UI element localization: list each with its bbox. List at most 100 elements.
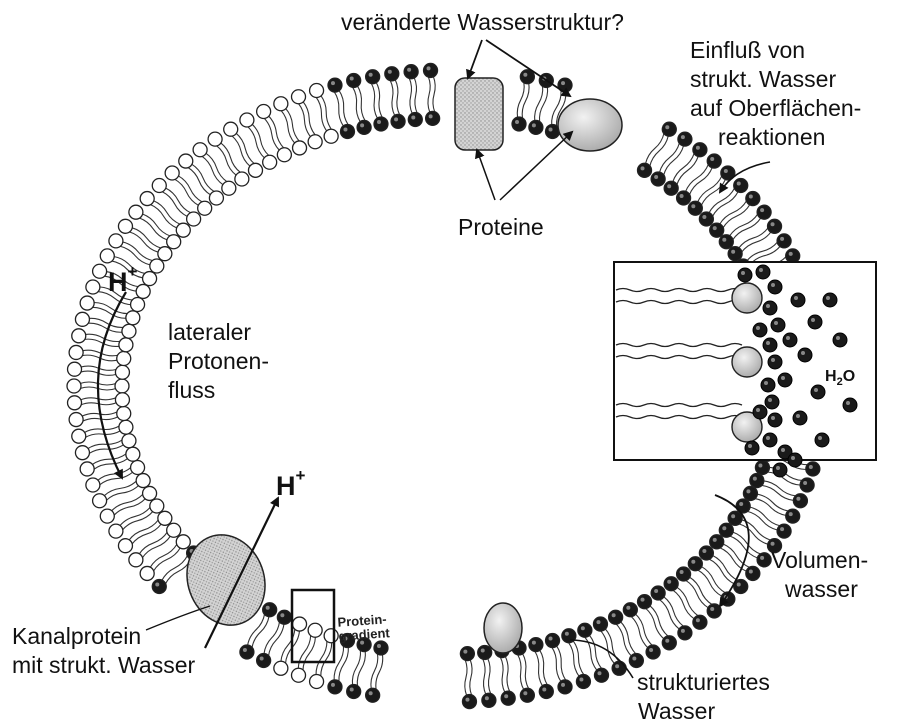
- water-highlight: [786, 336, 790, 340]
- inner-headgroup: [143, 486, 157, 500]
- inner-headgroup: [198, 201, 212, 215]
- headgroup-highlight: [388, 70, 392, 74]
- lipid-pair: [664, 143, 707, 195]
- outer-headgroup: [366, 688, 380, 702]
- protein-gradient-label: Protein- gradient: [337, 612, 390, 644]
- outer-headgroup: [786, 249, 800, 263]
- headgroup-highlight: [702, 215, 706, 219]
- inner-headgroup: [529, 120, 543, 134]
- inner-headgroup: [460, 647, 474, 661]
- lipid-tail: [645, 608, 664, 639]
- water-highlight: [811, 318, 815, 322]
- water-molecule: [815, 433, 829, 447]
- lipid-tail: [488, 658, 491, 694]
- headgroup-highlight: [739, 502, 743, 506]
- water-highlight: [814, 388, 818, 392]
- inner-headgroup: [638, 595, 652, 609]
- inner-headgroup: [308, 135, 322, 149]
- headgroup-highlight: [667, 580, 671, 584]
- headgroup-highlight: [737, 181, 741, 185]
- headgroup-highlight: [377, 120, 381, 124]
- headgroup-highlight: [360, 123, 364, 127]
- inner-headgroup: [136, 284, 150, 298]
- inner-headgroup: [664, 577, 678, 591]
- water-molecule: [798, 348, 812, 362]
- inner-headgroup: [167, 235, 181, 249]
- water-highlight: [741, 271, 745, 275]
- lipid-pair: [743, 486, 799, 523]
- outer-headgroup: [75, 312, 89, 326]
- outer-headgroup: [520, 688, 534, 702]
- headgroup-highlight: [722, 526, 726, 530]
- lipid-pair: [651, 586, 692, 640]
- headgroup-highlight: [565, 632, 569, 636]
- lipid-tail: [465, 660, 467, 696]
- lipid-pair: [478, 645, 496, 707]
- headgroup-highlight: [377, 644, 381, 648]
- headgroup-highlight: [463, 650, 467, 654]
- water-molecule: [753, 405, 767, 419]
- lipid-tail: [353, 87, 361, 122]
- lipid-tail: [248, 126, 265, 158]
- lateral-flux-label-line2: Protonen-: [168, 347, 269, 376]
- lipid-pair: [274, 97, 307, 155]
- lipid-tail: [539, 87, 547, 122]
- bulk-water-label-line2: wasser: [785, 575, 858, 604]
- inner-headgroup: [651, 586, 665, 600]
- water-highlight: [836, 336, 840, 340]
- water-molecule: [763, 433, 777, 447]
- headgroup-highlight: [746, 489, 750, 493]
- inner-headgroup: [150, 259, 164, 273]
- inner-headgroup: [391, 114, 405, 128]
- lipid-tail: [111, 494, 143, 511]
- influence-label-line4: reaktionen: [718, 123, 825, 152]
- lipid-tail: [470, 660, 472, 696]
- outer-headgroup: [746, 566, 760, 580]
- water-highlight: [781, 376, 785, 380]
- headgroup-highlight: [789, 252, 793, 256]
- headgroup-highlight: [523, 73, 527, 77]
- water-highlight: [766, 436, 770, 440]
- outer-headgroup: [404, 65, 418, 79]
- headgroup-highlight: [632, 657, 636, 661]
- headgroup-highlight: [369, 691, 373, 695]
- inner-headgroup: [158, 247, 172, 261]
- lipid-tail: [268, 624, 284, 656]
- headgroup-highlight: [710, 607, 714, 611]
- headgroup-highlight: [411, 116, 415, 120]
- headgroup-highlight: [654, 175, 658, 179]
- headgroup-highlight: [260, 657, 264, 661]
- lipid-tail: [664, 597, 684, 627]
- headgroup-highlight: [394, 117, 398, 121]
- lipid-pair: [385, 67, 405, 129]
- inner-headgroup: [357, 120, 371, 134]
- headgroup-highlight: [780, 527, 784, 531]
- outer-headgroup: [193, 143, 207, 157]
- inner-headgroup: [115, 365, 129, 379]
- outer-headgroup: [806, 462, 820, 476]
- lipid-pair: [208, 132, 249, 186]
- inner-headgroup: [248, 163, 262, 177]
- inner-headgroup: [222, 181, 236, 195]
- headgroup-highlight: [542, 687, 546, 691]
- outer-headgroup: [768, 219, 782, 233]
- lipid-tail: [500, 657, 505, 693]
- inner-headgroup: [699, 546, 713, 560]
- outer-headgroup: [67, 379, 81, 393]
- outer-headgroup: [693, 615, 707, 629]
- water-molecule: [788, 453, 802, 467]
- headgroup-highlight: [796, 497, 800, 501]
- water-highlight: [826, 296, 830, 300]
- headgroup-highlight: [549, 637, 553, 641]
- headgroup-highlight: [680, 570, 684, 574]
- lipid-tail: [616, 624, 632, 656]
- outer-headgroup: [118, 219, 132, 233]
- headgroup-highlight: [758, 463, 762, 467]
- outer-headgroup: [347, 74, 361, 88]
- structured-water-label-line2: Wasser: [638, 697, 715, 726]
- headgroup-highlight: [561, 683, 565, 687]
- headgroup-highlight: [515, 120, 519, 124]
- water-highlight: [781, 448, 785, 452]
- lipid-tail: [631, 616, 648, 648]
- water-molecule: [768, 413, 782, 427]
